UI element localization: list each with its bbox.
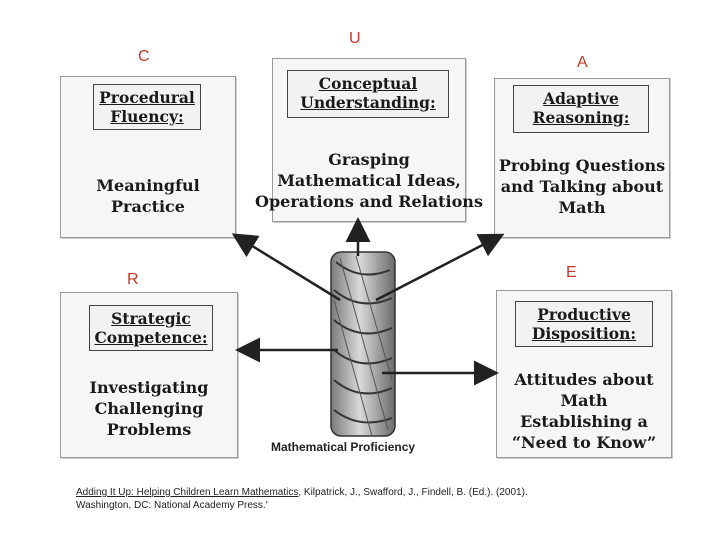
productive-disposition-title: Productive Disposition: [531,305,637,343]
productive-disposition-title-frame: Productive Disposition: [515,301,653,347]
citation: Adding It Up: Helping Children Learn Mat… [76,486,636,512]
adaptive-reasoning-body: Probing Questions and Talking about Math [498,156,666,217]
procedural-fluency-title-frame: Procedural Fluency: [93,84,201,130]
letter-u: U [349,30,361,47]
conceptual-understanding-title-frame: Conceptual Understanding: [287,70,449,118]
citation-publisher: Washington, DC: National Academy Press.' [76,500,268,511]
conceptual-understanding-title: Conceptual Understanding: [300,74,436,112]
letter-a: A [577,54,588,71]
rope-icon [330,251,396,437]
conceptual-understanding-box: Conceptual Understanding: Grasping Mathe… [255,58,483,222]
strategic-competence-body: Investigating Challenging Problems [89,378,209,439]
conceptual-understanding-body: Grasping Mathematical Ideas, Operations … [255,150,483,211]
letter-c: C [138,48,150,65]
arrow-to-adaptive [375,233,505,302]
procedural-fluency-title: Procedural Fluency: [99,88,195,126]
productive-disposition-body: Attitudes about Math Establishing a “Nee… [511,370,657,452]
adaptive-reasoning-box: Adaptive Reasoning: Probing Questions an… [494,78,670,238]
adaptive-reasoning-title-frame: Adaptive Reasoning: [513,85,649,133]
productive-disposition-box: Productive Disposition: Attitudes about … [496,290,672,458]
strategic-competence-title: Strategic Competence: [94,309,208,347]
citation-title: Adding It Up: Helping Children Learn Mat… [76,487,299,498]
adaptive-reasoning-title: Adaptive Reasoning: [532,89,630,127]
strategic-competence-box: Strategic Competence: Investigating Chal… [60,292,238,458]
letter-e: E [566,264,577,281]
strategic-competence-title-frame: Strategic Competence: [89,305,213,351]
letter-r: R [127,271,139,288]
arrow-to-procedural [231,233,341,302]
procedural-fluency-box: Procedural Fluency: Meaningful Practice [60,76,236,238]
center-caption: Mathematical Proficiency [271,440,416,454]
procedural-fluency-body: Meaningful Practice [96,176,200,216]
citation-authors: , Kilpatrick, J., Swafford, J., Findell,… [298,487,528,498]
